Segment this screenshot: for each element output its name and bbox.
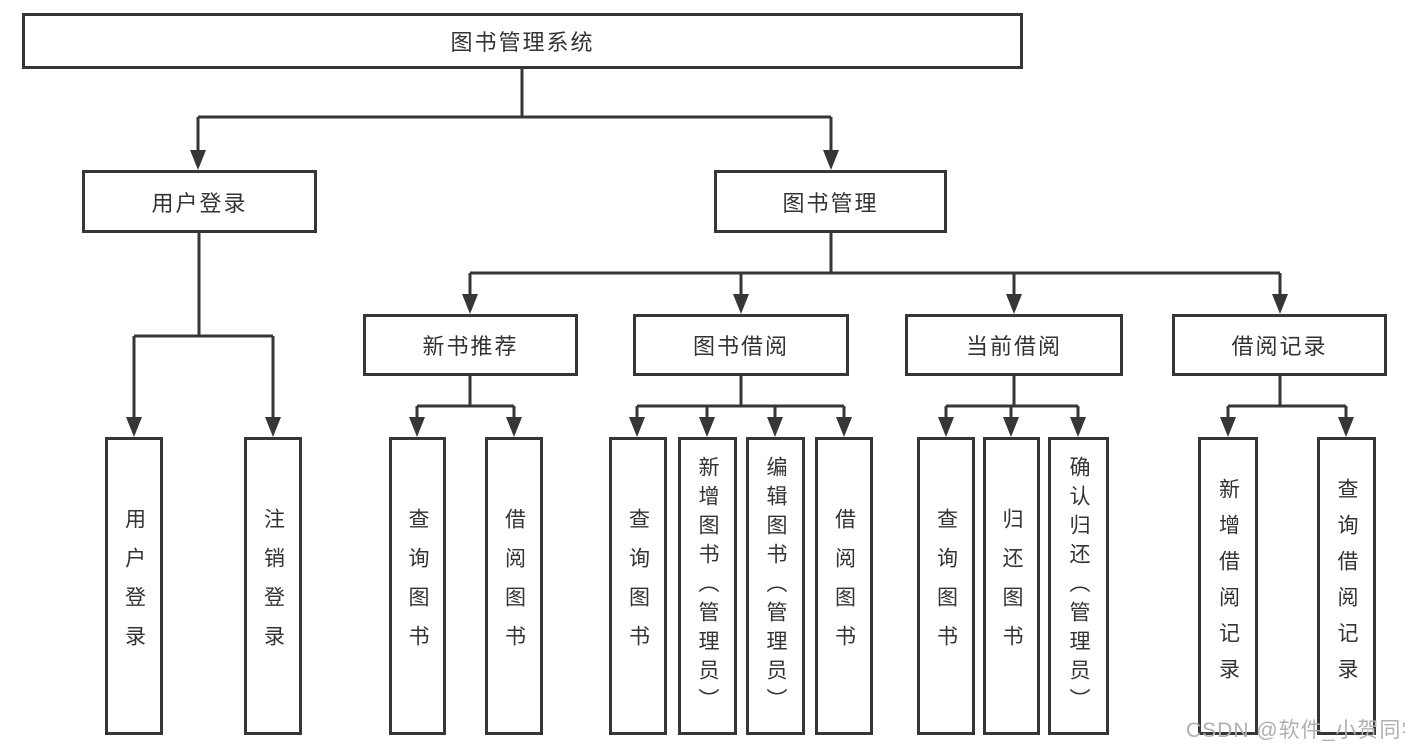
node-label: 确认归还（管理员） [1067,455,1090,717]
arrow-down-icon [126,417,142,437]
arrow-down-icon [409,417,425,437]
arrow-down-icon [836,417,852,437]
arrow-down-icon [733,294,749,314]
node-user-login: 用户登录 [82,170,317,233]
leaf-user-login: 用户登录 [105,437,163,735]
arrow-down-icon [190,150,206,170]
node-label: 用户登录 [151,190,248,216]
node-label: 编辑图书（管理员） [764,455,787,717]
leaf-borrow-books-recommend: 借阅图书 [485,437,543,735]
node-label: 借阅记录 [1231,334,1328,359]
edge-currentborrow-to-leaves [944,376,1080,423]
leaf-borrow-books-borrowing: 借阅图书 [815,437,873,735]
node-label: 查询图书 [934,508,958,664]
edge-bookborrow-to-leaves [635,376,846,423]
node-new-book-recommend: 新书推荐 [363,314,578,376]
leaf-return-books: 归还图书 [983,437,1040,735]
node-book-management: 图书管理 [714,170,947,233]
arrow-down-icon [265,417,281,437]
node-label: 图书管理系统 [450,30,595,55]
node-label: 借阅图书 [832,508,856,664]
edge-newbook-to-leaves [415,376,516,423]
leaf-add-borrow-record: 新增借阅记录 [1198,437,1258,735]
arrow-down-icon [938,417,954,437]
arrow-down-icon [767,417,783,437]
leaf-edit-book-admin: 编辑图书（管理员） [746,437,805,735]
node-label: 图书管理 [782,190,879,216]
arrow-down-icon [1070,417,1086,437]
node-root-system: 图书管理系统 [22,13,1023,69]
arrow-down-icon [823,150,839,170]
leaf-confirm-return-admin: 确认归还（管理员） [1048,437,1109,735]
node-label: 当前借阅 [965,334,1062,359]
edge-records-to-leaves [1226,376,1348,423]
leaf-logout: 注销登录 [244,437,302,735]
node-label: 归还图书 [1000,508,1023,664]
leaf-query-books-borrowing: 查询图书 [609,437,667,735]
node-current-borrowing: 当前借阅 [905,314,1123,376]
node-label: 查询图书 [406,508,429,664]
edge-root-to-level2 [196,69,833,154]
csdn-watermark: CSDN @软件_小贺同学 [1186,719,1405,742]
arrow-down-icon [1220,417,1236,437]
edge-bookmgmt-to-level3 [468,233,1282,298]
leaf-add-book-admin: 新增图书（管理员） [678,437,737,735]
arrowheads [126,150,1354,437]
node-label: 图书借阅 [692,334,789,359]
arrow-down-icon [1006,294,1022,314]
arrow-down-icon [462,294,478,314]
arrow-down-icon [1003,417,1019,437]
node-label: 借阅图书 [502,508,526,664]
leaf-query-books-recommend: 查询图书 [389,437,446,735]
arrow-down-icon [1272,294,1288,314]
node-label: 用户登录 [122,508,146,664]
edge-userlogin-to-leaves [132,233,275,421]
leaf-query-borrow-record: 查询借阅记录 [1317,437,1376,735]
node-label: 查询借阅记录 [1335,478,1358,694]
node-book-borrowing: 图书借阅 [633,314,849,376]
arrow-down-icon [1338,417,1354,437]
node-label: 查询图书 [626,508,650,664]
node-label: 新增借阅记录 [1216,478,1240,694]
node-label: 新增图书（管理员） [696,455,719,717]
arrow-down-icon [506,417,522,437]
node-label: 注销登录 [261,508,285,664]
node-borrowing-records: 借阅记录 [1172,314,1387,376]
node-label: 新书推荐 [422,334,519,359]
leaf-query-books-current: 查询图书 [917,437,975,735]
arrow-down-icon [699,417,715,437]
arrow-down-icon [629,417,645,437]
